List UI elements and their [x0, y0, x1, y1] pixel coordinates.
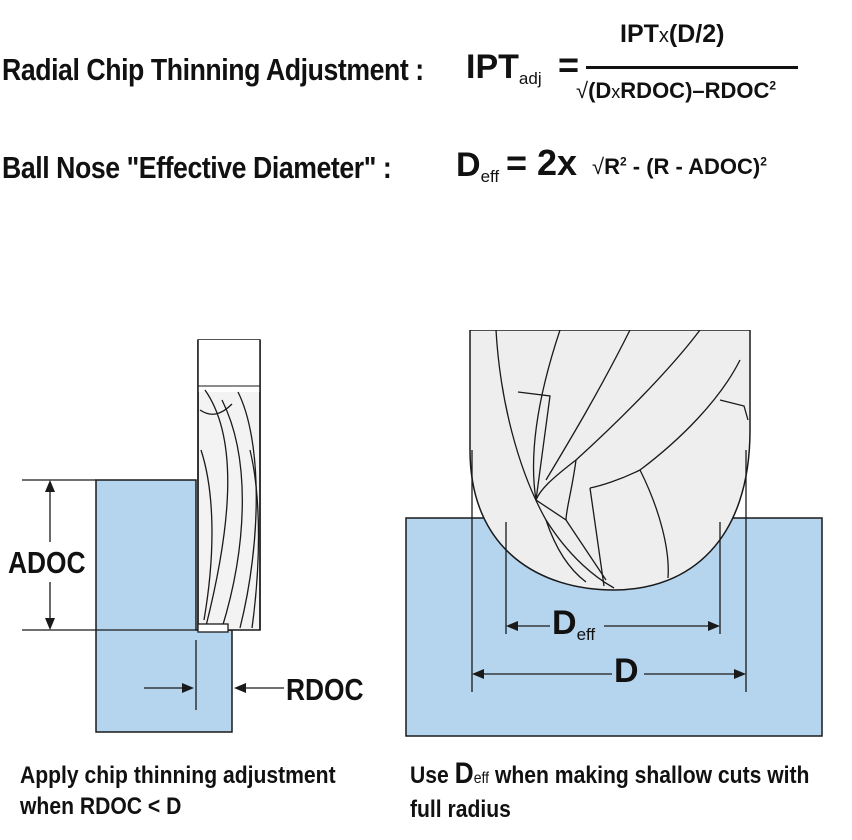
right-caption: Use Deff when making shallow cuts with f…	[410, 758, 809, 825]
adj-subscript: adj	[518, 69, 542, 88]
fraction-bar	[586, 66, 798, 69]
rdoc-arrow-left	[234, 683, 246, 693]
left-caption-line2: when RDOC < D	[20, 793, 182, 820]
formula1-equals: =	[558, 44, 580, 85]
right-caption-line2: full radius	[410, 796, 511, 823]
denominator-exponent: 2	[769, 78, 777, 93]
eff-subscript: eff	[480, 167, 500, 186]
formula2-equals-2x: = 2x	[506, 142, 578, 183]
radical-icon: √	[576, 78, 589, 103]
left-diagram	[22, 339, 284, 733]
deff-lhs: Deff	[456, 146, 499, 187]
adoc-arrow-up	[45, 480, 55, 492]
deff-arrow-right	[708, 621, 720, 631]
right-caption-line1: Use Deff when making shallow cuts with	[410, 758, 809, 794]
ipt-main: IPT	[466, 48, 519, 86]
caption-deff-sub: eff	[473, 770, 490, 787]
adoc-label: ADOC	[8, 545, 86, 580]
rdoc-arrow-right	[182, 683, 194, 693]
ipt-adj-lhs: IPTadj	[466, 48, 542, 89]
tool-tip	[197, 623, 229, 633]
expr-r-exponent: 2	[619, 154, 627, 169]
radical2-icon: √	[592, 154, 605, 179]
formula1-denominator: √(DxRDOC)–RDOC2	[576, 78, 776, 104]
denominator-d: (D	[588, 78, 612, 103]
numerator-ipt: IPT	[620, 20, 659, 48]
caption-deff-d: D	[454, 757, 474, 790]
adoc-arrow-down	[45, 618, 55, 630]
deff-arrow-left	[506, 621, 518, 631]
denominator-rdoc: RDOC)–RDOC	[620, 78, 770, 103]
numerator-times: x	[658, 25, 669, 47]
left-caption-line1: Apply chip thinning adjustment	[20, 762, 336, 789]
deff-dim-sub: eff	[576, 625, 596, 644]
ball-nose-flutes	[495, 330, 749, 589]
tool-shank-top	[198, 340, 260, 392]
ball-nose-effective-diameter-label: Ball Nose "Effective Diameter" :	[2, 150, 392, 185]
d-arrow-right	[734, 669, 746, 679]
denominator-times: x	[611, 82, 621, 102]
left-caption: Apply chip thinning adjustment when RDOC…	[20, 760, 336, 822]
deff-dimension-label: Deff	[552, 604, 595, 645]
caption-rest: when making shallow cuts with	[489, 762, 810, 789]
d-main: D	[456, 146, 481, 184]
deff-dim-d: D	[552, 604, 577, 642]
formula2-expression: √R2 - (R - ADOC)2	[592, 154, 767, 180]
caption-use: Use	[410, 762, 455, 789]
tool-flutes	[199, 389, 260, 629]
expr-r: R	[604, 154, 620, 179]
right-diagram	[405, 330, 823, 737]
rdoc-label: RDOC	[286, 672, 364, 707]
numerator-d-half: (D/2)	[668, 20, 725, 48]
radial-chip-thinning-label: Radial Chip Thinning Adjustment :	[2, 52, 424, 87]
formula1-numerator: IPTx(D/2)	[620, 20, 724, 49]
d-arrow-left	[472, 669, 484, 679]
d-dimension-label: D	[614, 652, 639, 690]
expr-r-minus-adoc: - (R - ADOC)	[626, 154, 761, 179]
expr-exponent: 2	[760, 154, 767, 169]
